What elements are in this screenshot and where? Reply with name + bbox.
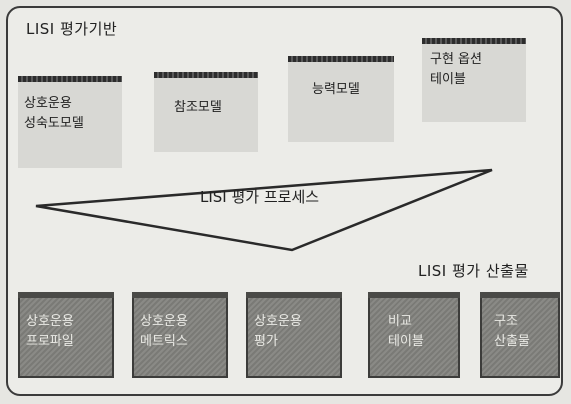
output-box-profile: 상호운용 프로파일 [18,292,114,378]
output-section-title: LISI 평가 산출물 [418,262,529,280]
box-top-edge [288,56,394,62]
base-box-label: 능력모델 [312,82,360,97]
base-box-implementation-table: 구현 옵션 테이블 [422,38,526,122]
output-box-label: 상호운용 평가 [254,314,302,349]
output-box-comparison-table: 비교 테이블 [368,292,460,378]
box-top-edge [154,72,258,78]
output-box-architecture-output: 구조 산출물 [480,292,560,378]
output-box-label: 상호운용 메트릭스 [140,314,188,349]
output-box-label: 상호운용 프로파일 [26,314,74,349]
base-section-title: LISI 평가기반 [26,20,118,38]
base-box-label: 구현 옵션 테이블 [430,52,482,87]
base-box-label: 참조모델 [174,100,222,115]
box-top-edge [18,76,122,82]
output-box-metrics: 상호운용 메트릭스 [132,292,228,378]
base-box-capability-model: 능력모델 [288,56,394,142]
base-box-maturity-model: 상호운용 성숙도모델 [18,76,122,168]
box-top-edge [422,38,526,44]
output-box-label: 비교 테이블 [388,314,424,349]
output-box-label: 구조 산출물 [494,314,530,349]
base-box-reference-model: 참조모델 [154,72,258,152]
base-box-label: 상호운용 성숙도모델 [24,96,84,131]
process-title: LISI 평가 프로세스 [200,188,320,206]
output-box-assessment: 상호운용 평가 [246,292,342,378]
